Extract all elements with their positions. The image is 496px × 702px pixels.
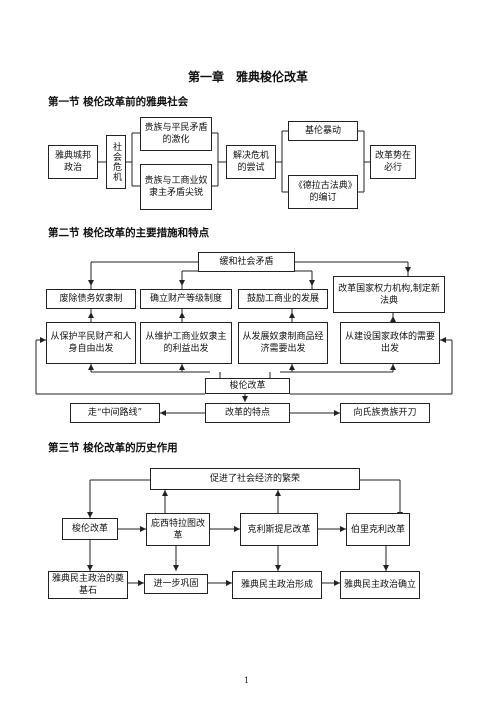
reason-label: 从维护工商业奴隶主的利益出发 [145,332,227,354]
reason-box-2: 从维护工商业奴隶主的利益出发 [140,322,232,364]
against-nobles-box: 向氏族贵族开刀 [340,403,430,423]
effect-box-4: 雅典民主政治确立 [340,571,420,599]
prosperity-label: 促进了社会经济的繁荣 [209,474,300,484]
reform-label: 庇西特拉图改革 [150,518,205,541]
crisis-box: 社会危机 [106,135,126,189]
reform-label: 梭伦改革 [71,524,108,534]
solon-reform-center-box: 梭伦改革 [205,378,290,394]
ease-box: 缓和社会矛盾 [198,252,295,272]
reason-box-1: 从保护平民财产和人身自由出发 [46,322,136,364]
section-1-heading: 第一节 梭伦改革前的雅典社会 [48,96,189,108]
reform-box-1: 梭伦改革 [62,518,118,540]
feature-label: 改革的特点 [224,408,270,418]
effect-label: 雅典民主政治的奠基石 [52,574,125,596]
chapter-title: 第一章 雅典梭伦改革 [187,70,308,84]
feature-box: 改革的特点 [205,403,290,423]
reform-label: 克利斯提尼改革 [247,524,311,535]
crisis-label: 社会危机 [111,142,121,182]
reform-box-2: 庇西特拉图改革 [146,513,210,546]
page-number: 1 [244,676,250,685]
reason-label: 从保护平民财产和人身自由出发 [50,332,132,354]
reason-label: 从建设国家政体的需要出发 [344,332,435,354]
reform-label: 伯里克利改革 [350,524,405,535]
reason-label: 从发展奴隶制商品经济需要出发 [242,332,324,354]
attempt-label: 解决危机的尝试 [232,151,269,173]
reason-box-4: 从建设国家政体的需要出发 [340,322,440,364]
effect-box-1: 雅典民主政治的奠基石 [48,571,128,599]
effect-box-2: 进一步巩固 [144,574,208,594]
effect-label: 雅典民主政治形成 [240,580,313,590]
draco-box: 《德拉古法典》的编订 [288,175,358,209]
solon-reform-label: 梭伦改革 [229,381,266,391]
riot-box: 基伦暴动 [288,121,358,141]
conflict2-label: 贵族与工商业奴隶主矛盾尖锐 [144,176,208,198]
draco-label: 《德拉古法典》的编订 [293,181,353,203]
riot-label: 基伦暴动 [304,126,341,136]
middle-road-label: 走“中间路线” [87,408,143,418]
middle-road-box: 走“中间路线” [70,403,160,423]
measure-box-1: 废除债务奴隶制 [46,289,136,309]
reform-box-3: 克利斯提尼改革 [240,513,318,546]
conflict1-box: 贵族与平民矛盾的激化 [140,117,212,151]
section-2-heading: 第二节 梭伦改革的主要措施和特点 [48,227,210,239]
prosperity-box: 促进了社会经济的繁荣 [150,468,360,490]
measure-label: 确立财产等级制度 [149,294,222,304]
measure-label: 鼓励工商业的发展 [246,294,319,304]
attempt-box: 解决危机的尝试 [226,145,276,179]
section-3-heading: 第三节 梭伦改革的历史作用 [48,442,178,454]
measure-box-2: 确立财产等级制度 [140,289,232,309]
reason-box-3: 从发展奴隶制商品经济需要出发 [238,322,328,364]
ease-label: 缓和社会矛盾 [219,257,274,267]
effect-label: 雅典民主政治确立 [344,580,417,590]
result-label: 改革势在必行 [374,151,411,173]
conflict2-box: 贵族与工商业奴隶主矛盾尖锐 [140,164,212,210]
conflict1-label: 贵族与平民矛盾的激化 [144,123,208,145]
measure-box-4: 改革国家权力机构,制定新法典 [333,276,445,313]
effect-label: 进一步巩固 [153,579,199,589]
polis-label: 雅典城邦政治 [54,151,91,173]
reform-box-4: 伯里克利改革 [346,513,410,546]
measure-label: 改革国家权力机构,制定新法典 [338,283,440,306]
result-box: 改革势在必行 [370,145,416,179]
against-nobles-label: 向氏族贵族开刀 [353,408,417,418]
measure-label: 废除债务奴隶制 [59,294,123,304]
measure-box-3: 鼓励工商业的发展 [238,289,328,309]
polis-box: 雅典城邦政治 [48,145,98,179]
effect-box-3: 雅典民主政治形成 [232,571,322,599]
